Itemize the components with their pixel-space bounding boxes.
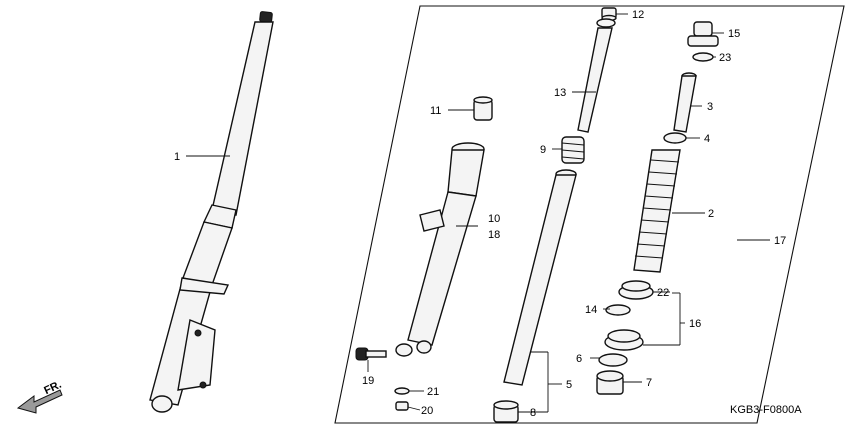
slide-bushing-part-7	[596, 370, 624, 395]
callout-1: 1	[174, 151, 180, 163]
oil-seal-part-16	[604, 329, 644, 351]
collar-part-8	[493, 400, 519, 423]
bushing-part-11	[473, 96, 493, 121]
drain-bolt-part-20	[395, 401, 409, 411]
callout-22: 22	[657, 287, 669, 299]
callout-13: 13	[554, 87, 566, 99]
callout-19: 19	[362, 375, 374, 387]
callout-11: 11	[430, 105, 441, 117]
callout-10: 10	[488, 213, 500, 225]
dust-seal-part-22	[618, 280, 654, 300]
callout-7: 7	[646, 377, 652, 389]
o-ring-part-23	[692, 52, 714, 62]
callout-18: 18	[488, 229, 500, 241]
spacer-part-3	[673, 72, 697, 133]
fork-slider-part-10	[395, 142, 485, 357]
diagram-code: KGB3-F0800A	[730, 404, 802, 416]
callout-3: 3	[707, 101, 713, 113]
backup-ring-part-6	[598, 353, 628, 367]
callout-8: 8	[530, 407, 536, 419]
cap-part-12	[601, 7, 617, 22]
callout-23: 23	[719, 52, 731, 64]
stop-ring-part-14	[605, 304, 631, 316]
fork-pipe-part-5	[503, 169, 577, 386]
leader-lines	[186, 13, 770, 413]
socket-bolt-part-19	[355, 347, 387, 361]
callout-14: 14	[585, 304, 597, 316]
callout-15: 15	[728, 28, 740, 40]
rebound-spring-part-9	[561, 136, 585, 164]
callout-17: 17	[774, 235, 786, 247]
callout-6: 6	[576, 353, 582, 365]
callout-5: 5	[566, 379, 572, 391]
callout-4: 4	[704, 133, 710, 145]
fork-assembly-part-1	[149, 11, 274, 413]
callout-9: 9	[540, 144, 546, 156]
washer-part-21	[394, 387, 410, 395]
damper-rod-part-13	[577, 18, 616, 133]
bolt-part-15	[687, 21, 719, 47]
fork-spring-part-2	[633, 149, 681, 273]
spring-seat-part-4	[663, 132, 687, 144]
callout-16: 16	[689, 318, 701, 330]
callout-21: 21	[427, 386, 439, 398]
callout-12: 12	[632, 9, 644, 21]
front-direction-arrow-icon	[16, 389, 63, 414]
callout-20: 20	[421, 405, 433, 417]
callout-2: 2	[708, 208, 714, 220]
assembly-frame	[334, 5, 845, 424]
